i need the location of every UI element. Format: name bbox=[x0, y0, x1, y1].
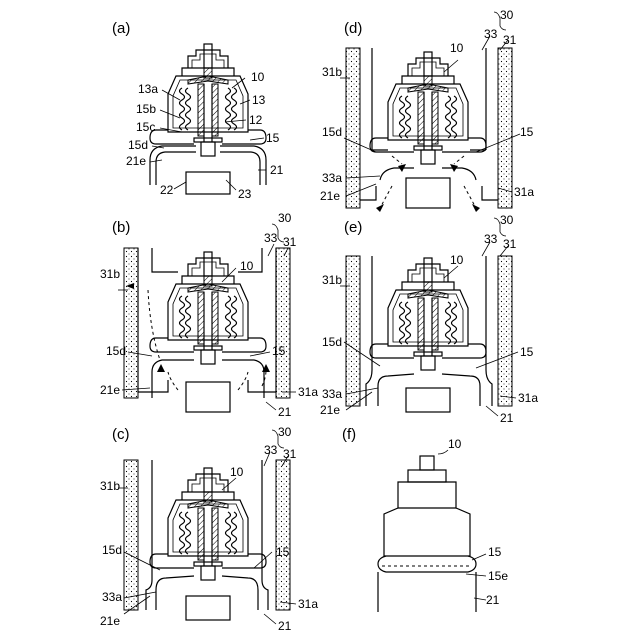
callout-30: 30 bbox=[500, 213, 514, 227]
panel-d-label: (d) bbox=[344, 20, 362, 37]
callout-31b: 31b bbox=[100, 479, 120, 493]
callout-33a: 33a bbox=[322, 387, 342, 401]
panel-c-label: (c) bbox=[112, 426, 130, 443]
callout-15d: 15d bbox=[322, 335, 342, 349]
callout-13: 13 bbox=[252, 93, 266, 107]
callout-15d: 15d bbox=[322, 125, 342, 139]
callout-31: 31 bbox=[503, 237, 517, 251]
callout-33: 33 bbox=[484, 27, 498, 41]
callout-15e: 15e bbox=[488, 569, 508, 583]
callout-10: 10 bbox=[448, 437, 462, 451]
callout-15: 15 bbox=[520, 125, 534, 139]
callout-30: 30 bbox=[278, 425, 292, 439]
callout-33a: 33a bbox=[322, 171, 342, 185]
callout-33: 33 bbox=[264, 231, 278, 245]
panel-e: (e) 30 33 31 10 31b 15d 15 33a 21e 31a 2… bbox=[320, 213, 538, 425]
callout-31b: 31b bbox=[322, 273, 342, 287]
callout-15: 15 bbox=[276, 545, 290, 559]
callout-31: 31 bbox=[283, 447, 297, 461]
panel-a-label: (a) bbox=[112, 20, 130, 37]
panel-c: (c) 30 33 31 10 31b 15d 15 33a 21e 31a 2… bbox=[100, 425, 318, 633]
panel-b-label: (b) bbox=[112, 219, 130, 236]
callout-30: 30 bbox=[500, 8, 514, 22]
callout-31a: 31a bbox=[514, 185, 534, 199]
callout-15d: 15d bbox=[102, 543, 122, 557]
callout-10: 10 bbox=[230, 465, 244, 479]
callout-21: 21 bbox=[486, 593, 500, 607]
callout-15d: 15d bbox=[128, 138, 148, 152]
callout-13a: 13a bbox=[138, 82, 158, 96]
callout-15d: 15d bbox=[106, 344, 126, 358]
callout-21e: 21e bbox=[126, 154, 146, 168]
callout-30: 30 bbox=[278, 211, 292, 225]
panel-b: (b) 30 33 31 10 31b 1 bbox=[100, 211, 318, 419]
callout-15: 15 bbox=[272, 344, 286, 358]
panel-f-label: (f) bbox=[342, 426, 356, 443]
callout-12: 12 bbox=[249, 113, 263, 127]
callout-31a: 31a bbox=[298, 597, 318, 611]
callout-21: 21 bbox=[278, 405, 292, 419]
callout-31b: 31b bbox=[100, 267, 120, 281]
panel-d: (d) 30 33 31 10 31b 1 bbox=[320, 8, 534, 212]
callout-21: 21 bbox=[500, 411, 514, 425]
callout-15c: 15c bbox=[136, 120, 155, 134]
callout-15: 15 bbox=[488, 545, 502, 559]
callout-10: 10 bbox=[450, 41, 464, 55]
callout-10: 10 bbox=[450, 253, 464, 267]
callout-21e: 21e bbox=[320, 403, 340, 417]
callout-15: 15 bbox=[520, 345, 534, 359]
panel-e-label: (e) bbox=[344, 219, 362, 236]
callout-21: 21 bbox=[270, 163, 284, 177]
callout-31: 31 bbox=[503, 33, 517, 47]
callout-33a: 33a bbox=[102, 590, 122, 604]
callout-31: 31 bbox=[283, 235, 297, 249]
callout-21e: 21e bbox=[100, 614, 120, 628]
callout-23: 23 bbox=[238, 187, 252, 201]
callout-22: 22 bbox=[160, 183, 174, 197]
callout-33: 33 bbox=[264, 443, 278, 457]
callout-15: 15 bbox=[266, 131, 280, 145]
panel-f: (f) 10 15 15e 21 bbox=[342, 426, 508, 612]
callout-31a: 31a bbox=[298, 385, 318, 399]
callout-10: 10 bbox=[251, 70, 265, 84]
callout-21e: 21e bbox=[320, 189, 340, 203]
callout-21e: 21e bbox=[100, 383, 120, 397]
panel-a: (a) 10 13a 13 15b 12 15c 15 15d 21e 21 2… bbox=[112, 20, 284, 201]
callout-31a: 31a bbox=[518, 391, 538, 405]
callout-21: 21 bbox=[278, 619, 292, 633]
callout-31b: 31b bbox=[322, 65, 342, 79]
callout-33: 33 bbox=[484, 232, 498, 246]
callout-15b: 15b bbox=[136, 102, 156, 116]
callout-10: 10 bbox=[240, 259, 254, 273]
